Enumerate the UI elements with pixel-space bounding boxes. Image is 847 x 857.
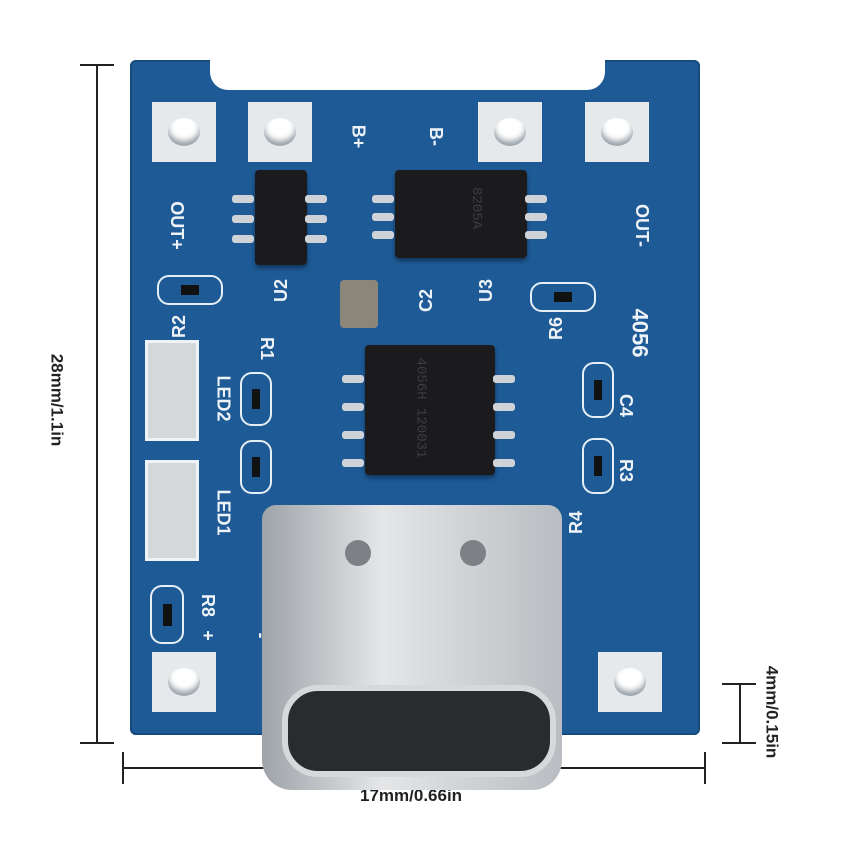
pin xyxy=(342,459,364,467)
width-dimension-label: 17mm/0.66in xyxy=(360,786,463,805)
pin xyxy=(372,213,394,221)
pin xyxy=(525,231,547,239)
resistor-r3 xyxy=(582,438,614,494)
capacitor-c2 xyxy=(340,280,378,328)
label-led2: LED2 xyxy=(213,375,234,422)
label-r2: R2 xyxy=(169,314,190,339)
label-b-minus: B- xyxy=(426,127,446,146)
pin xyxy=(342,431,364,439)
resistor-r2 xyxy=(157,275,223,305)
pin xyxy=(232,195,254,203)
pin xyxy=(493,375,515,383)
pin xyxy=(372,195,394,203)
pin xyxy=(493,431,515,439)
pad-in-minus xyxy=(598,652,662,712)
led2 xyxy=(145,340,199,441)
pin xyxy=(342,403,364,411)
label-r4: R4 xyxy=(566,510,587,535)
height-dimension-cap-bottom xyxy=(80,742,114,744)
usb-c-port xyxy=(282,685,556,777)
label-minus: - xyxy=(251,632,272,639)
label-out-minus: OUT- xyxy=(632,204,652,247)
pin xyxy=(232,235,254,243)
chip-u2 xyxy=(255,170,307,265)
pin xyxy=(372,231,394,239)
label-out-plus: OUT+ xyxy=(166,201,187,250)
height-dimension-cap-top xyxy=(80,64,114,66)
thickness-dimension-cap-bottom xyxy=(722,742,756,744)
resistor-r6 xyxy=(530,282,596,312)
pin xyxy=(525,213,547,221)
label-r6: R6 xyxy=(546,316,567,341)
label-c4: C4 xyxy=(616,393,637,418)
capacitor-c4 xyxy=(582,362,614,418)
usb-c-hole-left xyxy=(345,540,371,566)
board-notch xyxy=(210,60,605,90)
label-led1: LED1 xyxy=(213,489,234,536)
width-dimension-cap-right xyxy=(704,752,706,784)
height-dimension-label: 28mm/1.1in xyxy=(47,353,67,447)
usb-c-hole-right xyxy=(460,540,486,566)
chip-tp4056-marking: 4056H 120031 xyxy=(412,357,429,459)
chip-tp4056 xyxy=(365,345,495,475)
label-u2: U2 xyxy=(271,278,292,303)
label-plus: + xyxy=(197,630,218,641)
pad-out-minus xyxy=(585,102,649,162)
pin xyxy=(493,403,515,411)
chip-u3 xyxy=(395,170,527,258)
thickness-dimension-cap-top xyxy=(722,683,756,685)
thickness-dimension-line xyxy=(739,683,741,743)
pin xyxy=(232,215,254,223)
label-b-plus: B+ xyxy=(348,124,369,149)
label-u3: U3 xyxy=(476,278,497,303)
label-model-4056: 4056 xyxy=(627,308,653,358)
resistor-near-led1 xyxy=(240,440,272,494)
pin xyxy=(305,195,327,203)
led1 xyxy=(145,460,199,561)
label-r3: R3 xyxy=(616,458,637,483)
label-r8: R8 xyxy=(198,593,219,618)
pad-b-minus xyxy=(478,102,542,162)
pin xyxy=(493,459,515,467)
pad-out-plus xyxy=(152,102,216,162)
resistor-r1 xyxy=(240,372,272,426)
label-c2: C2 xyxy=(416,288,437,313)
pin xyxy=(525,195,547,203)
pin xyxy=(305,215,327,223)
resistor-r8 xyxy=(150,585,184,644)
height-dimension-line xyxy=(96,64,98,744)
label-r1: R1 xyxy=(257,336,278,361)
pin xyxy=(342,375,364,383)
pad-b-plus xyxy=(248,102,312,162)
thickness-dimension-label: 4mm/0.15in xyxy=(762,665,782,759)
pin xyxy=(305,235,327,243)
width-dimension-cap-left xyxy=(122,752,124,784)
pad-in-plus xyxy=(152,652,216,712)
chip-u3-marking: 8205A xyxy=(468,186,485,230)
